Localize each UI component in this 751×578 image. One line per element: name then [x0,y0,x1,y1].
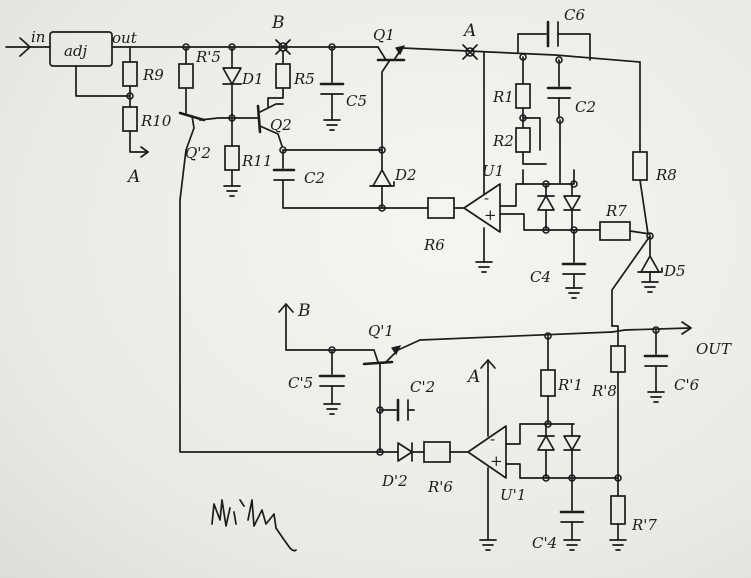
opamp-U1-prime-minus: - [490,430,495,448]
label-R2: R2 [492,132,514,150]
label-Q1-prime: Q'1 [368,322,394,340]
label-R5: R5 [293,70,315,88]
label-B-top: B [271,13,285,33]
label-C2-prime: C'2 [410,378,435,396]
label-C2-left: C2 [304,169,325,187]
label-R8: R8 [655,166,677,184]
label-in: in [31,28,45,46]
resistor-R1-prime [540,369,556,397]
label-C5-prime: C'5 [288,374,313,392]
opamp-U1-minus: - [484,189,489,207]
opamp-U1-prime [467,425,507,479]
resistor-R1 [515,83,531,109]
label-D5: D5 [663,262,686,280]
opamp-U1-plus: + [484,206,497,224]
label-OUT: OUT [696,340,732,358]
opamp-U1-prime-plus: + [490,452,503,470]
transistor-Q1-prime [362,360,394,366]
label-U1: U1 [482,162,504,180]
label-Q2-prime-top: Q'2 [185,144,211,162]
resistor-R2 [515,127,531,153]
resistor-R8 [632,151,648,181]
output-rail [401,47,641,63]
label-C4-prime: C'4 [532,534,557,552]
transistor-Q2 [256,104,262,134]
label-D2-prime: D'2 [381,472,408,490]
label-R8-prime: R'8 [591,382,617,400]
label-R5-prime: R'5 [195,48,221,66]
label-U1-prime: U'1 [500,486,526,504]
label-B-bottom: B [297,301,311,321]
signature-scribble [211,499,297,552]
label-C6: C6 [564,6,585,24]
label-A-tap: A [462,21,476,41]
resistor-R6 [427,197,455,219]
label-C2: C2 [575,98,596,116]
label-A-bottom: A [466,367,480,387]
resistor-R5-prime [178,63,194,89]
label-R7: R7 [605,202,627,220]
opamp-U1 [463,183,501,233]
resistor-R5 [275,63,291,89]
label-D1: D1 [241,70,264,88]
resistor-R7-prime [610,495,626,525]
label-A-left: A [126,167,140,187]
label-C5: C5 [346,92,367,110]
label-adj: adj [64,42,88,60]
regulator-adj-box [49,31,113,67]
label-C4: C4 [530,268,551,286]
label-R6: R6 [423,236,445,254]
label-C6-prime: C'6 [674,376,700,394]
input-arrow [5,37,51,57]
resistor-R8-prime [610,345,626,373]
label-R9: R9 [142,66,164,84]
resistor-R10 [122,106,138,132]
label-D2: D2 [394,166,417,184]
resistor-R7 [599,221,631,241]
label-R1-prime: R'1 [557,376,583,394]
label-R7-prime: R'7 [631,516,657,534]
label-Q2: Q2 [270,116,292,134]
label-R6-prime: R'6 [427,478,453,496]
resistor-R11 [224,145,240,171]
cross-link-wire [179,149,383,453]
label-R1: R1 [492,88,514,106]
label-R10: R10 [140,112,172,130]
label-out-reg: out [112,29,138,47]
resistor-R9 [122,61,138,87]
label-R11: R11 [241,152,272,170]
resistor-R6-prime [423,441,451,463]
label-Q1: Q1 [373,26,395,44]
